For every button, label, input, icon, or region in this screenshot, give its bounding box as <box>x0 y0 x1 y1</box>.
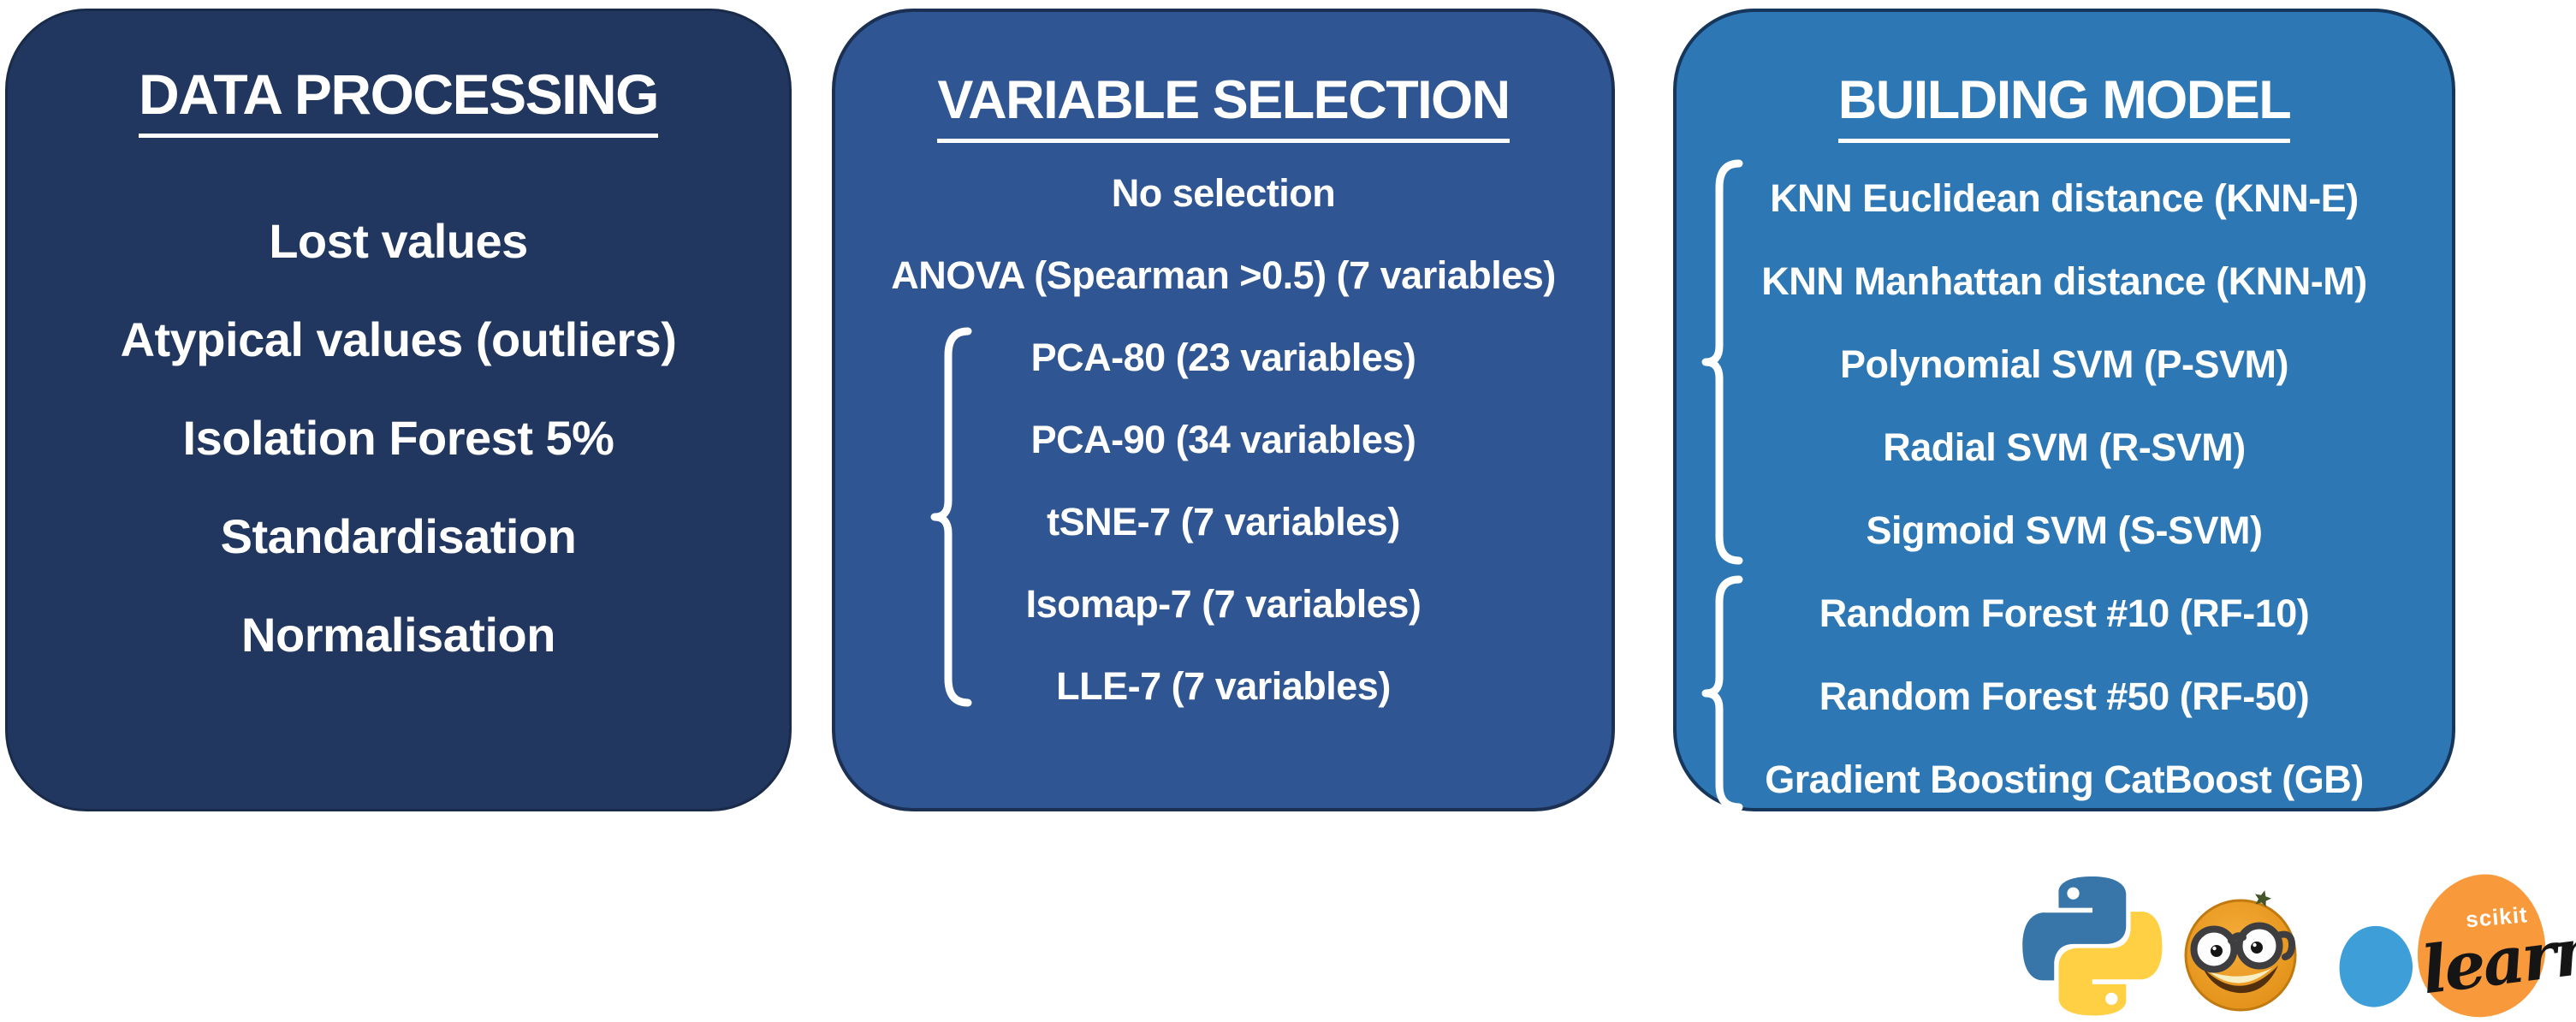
panel-item-list: No selection ANOVA (Spearman >0.5) (7 va… <box>835 174 1611 705</box>
scikit-learn-blue-blob-icon <box>2332 920 2419 1013</box>
list-item: tSNE-7 (7 variables) <box>1047 500 1400 544</box>
list-item: Isomap-7 (7 variables) <box>1025 582 1422 626</box>
brace-icon <box>930 327 972 707</box>
list-item: Standardisation <box>220 509 577 563</box>
python-logo-icon <box>2022 876 2163 1016</box>
list-item: PCA-90 (34 variables) <box>1030 418 1416 461</box>
panel-data-processing: DATA PROCESSING Lost values Atypical val… <box>5 9 792 811</box>
list-item: KNN Euclidean distance (KNN-E) <box>1770 176 2359 220</box>
list-item: Radial SVM (R-SVM) <box>1883 425 2246 469</box>
list-item: Polynomial SVM (P-SVM) <box>1839 342 2289 386</box>
list-item: PCA-80 (23 variables) <box>1030 336 1416 379</box>
list-item: Sigmoid SVM (S-SVM) <box>1866 508 2264 552</box>
panel-title: BUILDING MODEL <box>1677 74 2452 143</box>
list-item: KNN Manhattan distance (KNN-M) <box>1761 259 2367 303</box>
list-item: Random Forest #50 (RF-50) <box>1819 674 2310 718</box>
panel-title-text: DATA PROCESSING <box>139 66 659 138</box>
panel-title: VARIABLE SELECTION <box>835 74 1611 143</box>
list-item: No selection <box>1111 171 1336 215</box>
panel-building-model: BUILDING MODEL KNN Euclidean distance (K… <box>1673 9 2455 811</box>
nerd-face-icon <box>2184 890 2297 1012</box>
brace-icon <box>1701 575 1743 811</box>
panel-title-text: VARIABLE SELECTION <box>937 74 1511 143</box>
list-item: Normalisation <box>241 608 555 662</box>
list-item: Isolation Forest 5% <box>182 411 614 465</box>
list-item: Gradient Boosting CatBoost (GB) <box>1765 758 2364 801</box>
list-item: ANOVA (Spearman >0.5) (7 variables) <box>891 253 1556 297</box>
list-item: Random Forest #10 (RF-10) <box>1819 591 2310 635</box>
panel-item-list: KNN Euclidean distance (KNN-E) KNN Manha… <box>1677 179 2452 799</box>
panel-variable-selection: VARIABLE SELECTION No selection ANOVA (S… <box>832 9 1615 811</box>
scikit-learn-logo: scikit learn <box>2411 869 2576 1022</box>
list-item: Lost values <box>269 214 528 268</box>
list-item: Atypical values (outliers) <box>120 312 677 366</box>
panel-title: DATA PROCESSING <box>8 66 789 138</box>
scikit-learn-text-bottom: learn <box>2417 911 2576 1009</box>
brace-icon <box>1701 159 1743 565</box>
logo-strip: scikit learn <box>2003 865 2576 1022</box>
panel-title-text: BUILDING MODEL <box>1837 74 2292 143</box>
list-item: LLE-7 (7 variables) <box>1056 664 1391 708</box>
panel-item-list: Lost values Atypical values (outliers) I… <box>8 217 789 659</box>
